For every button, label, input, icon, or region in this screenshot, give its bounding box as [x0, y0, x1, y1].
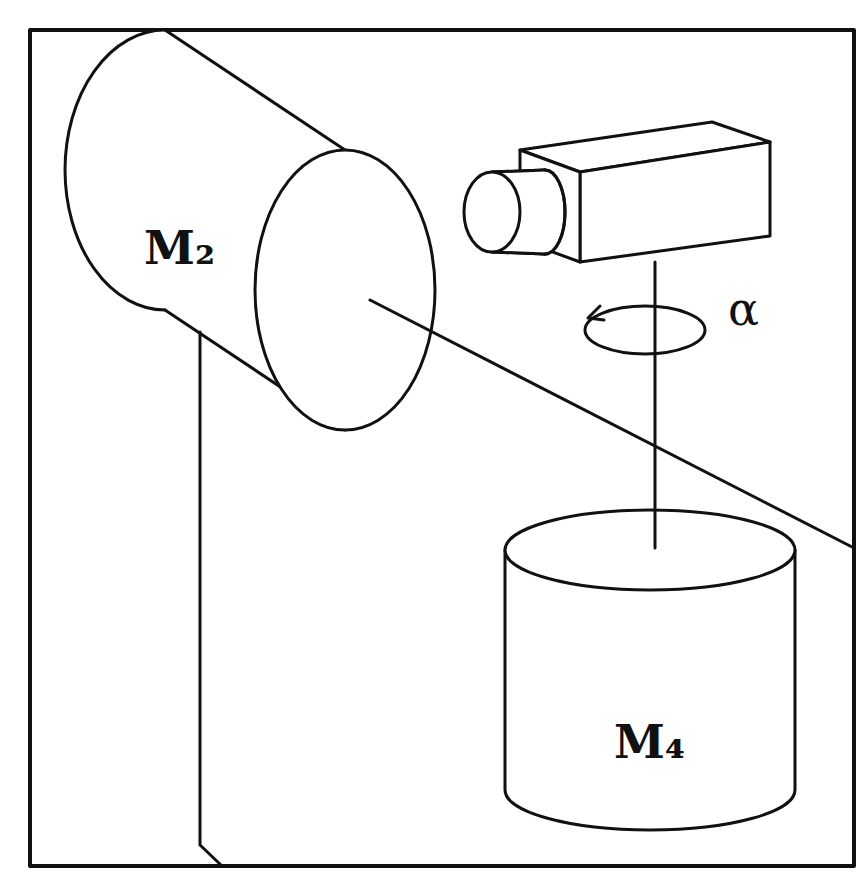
rotation-arrow	[585, 306, 705, 354]
frame	[30, 30, 854, 866]
part-name: M₂	[144, 225, 215, 271]
cylinder-label-box: M₂	[144, 225, 215, 271]
angle-symbol: α	[728, 286, 759, 332]
part-name: M₄	[614, 719, 685, 765]
cylinder-m2	[65, 30, 435, 430]
cylinder-m4	[505, 510, 795, 830]
camera	[464, 122, 770, 262]
cylinder-label-box: M₄	[614, 719, 685, 765]
stand	[200, 332, 222, 866]
